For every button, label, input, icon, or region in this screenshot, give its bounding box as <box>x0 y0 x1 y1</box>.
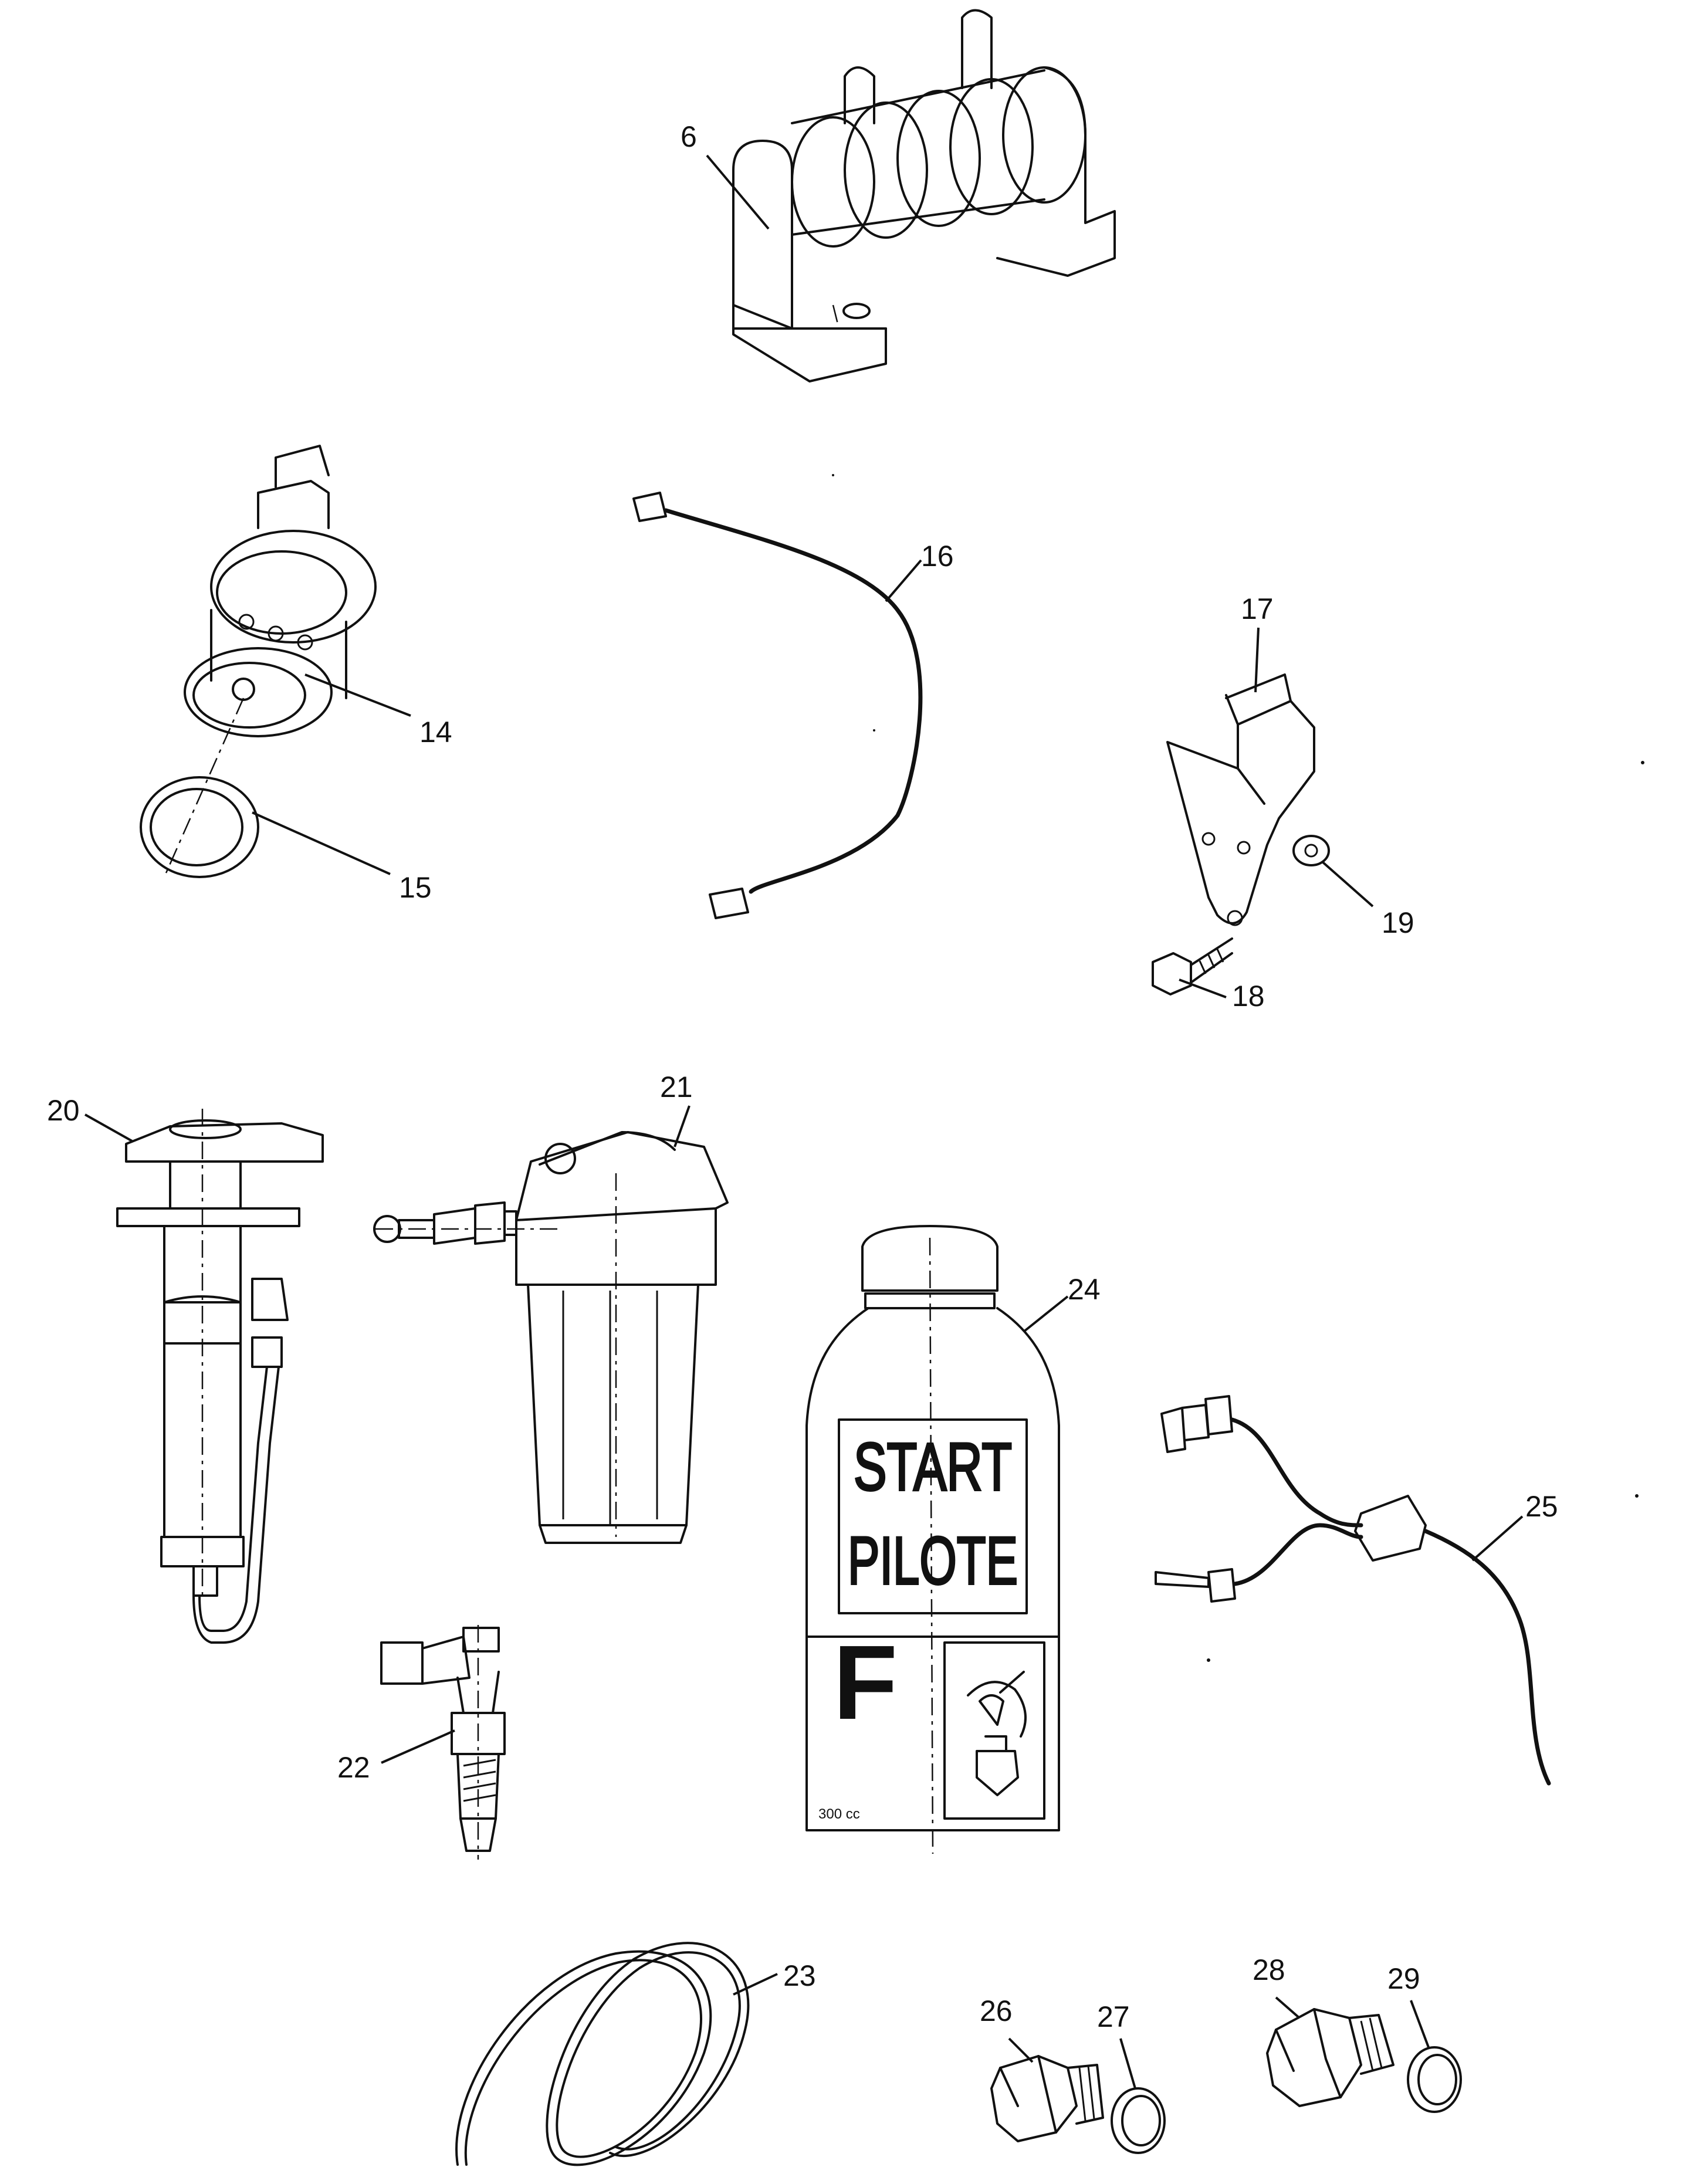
callout-20: 20 <box>47 1094 80 1127</box>
leader-20 <box>84 1113 133 1142</box>
callout-16: 16 <box>921 540 954 573</box>
leader-21 <box>673 1105 691 1147</box>
callout-24: 24 <box>1068 1273 1101 1306</box>
part-19-nut <box>1292 835 1330 866</box>
leader-19 <box>1322 861 1374 908</box>
callout-19: 19 <box>1382 906 1414 939</box>
part-28-plug <box>1266 2008 1394 2107</box>
part-6-coil-bracket <box>732 9 1116 382</box>
leader-25 <box>1471 1515 1524 1562</box>
part-20-hand-pump <box>116 1109 324 1644</box>
leader-17 <box>1254 627 1260 693</box>
leader-23 <box>733 1973 778 1996</box>
bottle-label-panel <box>838 1418 1028 1614</box>
callout-27: 27 <box>1097 2000 1130 2033</box>
leader-28 <box>1275 1996 1301 2019</box>
callout-17: 17 <box>1241 592 1274 625</box>
callout-26: 26 <box>980 1995 1013 2027</box>
callout-23: 23 <box>783 1959 816 1992</box>
bottle-volume-text: 300 cc <box>818 1806 860 1822</box>
bottle-pictogram <box>967 1671 1027 1796</box>
leader-16 <box>885 559 922 602</box>
callout-21: 21 <box>660 1071 693 1103</box>
bottle-pilote-text: PILOTE <box>848 1523 1018 1599</box>
leader-29 <box>1410 2000 1430 2048</box>
leader-15 <box>252 811 391 875</box>
callout-6: 6 <box>681 120 697 153</box>
part-15-sealing-washer <box>140 776 259 878</box>
part-29-sealing-ring <box>1407 2046 1462 2113</box>
leader-26 <box>1008 2037 1034 2063</box>
leader-22 <box>381 1729 455 1764</box>
part-14-temperature-switch <box>184 445 377 737</box>
part-18-bolt <box>1152 937 1233 996</box>
scan-marks <box>832 474 1644 1662</box>
callout-22: 22 <box>337 1751 370 1784</box>
bottle-pictogram-panel <box>943 1641 1045 1820</box>
callout-25: 25 <box>1525 1490 1558 1523</box>
part-25-wiring-harness <box>1155 1395 1551 1786</box>
part-24-start-pilote-bottle: START PILOTE F 300 cc <box>805 1225 1060 1854</box>
callout-14: 14 <box>419 716 452 749</box>
callout-29: 29 <box>1387 1962 1420 1995</box>
bottle-f-letter: F <box>833 1624 898 1742</box>
leader-18 <box>1179 978 1227 998</box>
bottle-start-text: START <box>854 1430 1012 1505</box>
part-22-injector <box>380 1625 506 1860</box>
leader-24 <box>1023 1295 1069 1333</box>
part-16-wire <box>632 492 923 919</box>
part-21-reservoir <box>373 1131 729 1544</box>
leader-6 <box>706 154 770 230</box>
leader-27 <box>1119 2038 1136 2089</box>
callout-18: 18 <box>1232 980 1265 1013</box>
part-27-sealing-ring <box>1111 2087 1166 2154</box>
callout-15: 15 <box>399 871 432 904</box>
part-26-plug <box>990 2055 1104 2142</box>
part-23-coiled-tube <box>455 1942 750 2166</box>
part-17-bracket <box>1166 673 1315 926</box>
leader-14 <box>304 673 411 717</box>
callout-28: 28 <box>1253 1953 1285 1986</box>
